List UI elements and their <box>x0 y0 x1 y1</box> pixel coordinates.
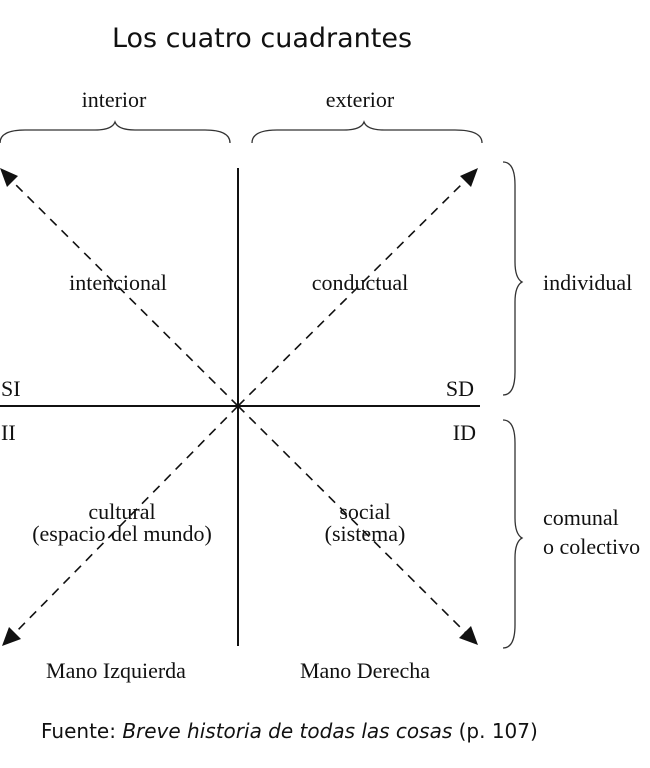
diagram-title: Los cuatro cuadrantes <box>112 23 412 54</box>
column-label-interior: interior <box>82 87 147 112</box>
source-book-title: Breve historia de todas las cosas <box>122 719 452 743</box>
arrowhead-top-right <box>460 168 478 187</box>
code-si: SI <box>1 376 21 401</box>
column-label-exterior: exterior <box>326 87 395 112</box>
arrowhead-bottom-left <box>2 627 21 646</box>
label-intencional: intencional <box>69 270 167 295</box>
label-social: social <box>339 499 390 524</box>
label-mano-derecha: Mano Derecha <box>300 658 430 683</box>
source-citation: Fuente: Breve historia de todas las cosa… <box>41 719 538 743</box>
code-ii: II <box>1 420 16 445</box>
label-sistema: (sistema) <box>325 521 406 546</box>
diagonal-top-right <box>237 177 469 407</box>
row-label-comunal: comunal <box>543 505 619 530</box>
row-label-colectivo: o colectivo <box>543 534 640 559</box>
label-conductual: conductual <box>312 270 409 295</box>
brace-interior <box>0 120 231 144</box>
arrowhead-top-left <box>0 168 18 187</box>
label-mano-izquierda: Mano Izquierda <box>46 658 186 683</box>
diagonal-top-left <box>7 176 239 407</box>
diagonal-bottom-left <box>11 405 239 637</box>
brace-exterior <box>251 120 483 144</box>
arrowhead-bottom-right <box>459 626 478 645</box>
brace-individual <box>502 161 524 396</box>
diagonal-bottom-right <box>237 405 470 637</box>
source-prefix: Fuente: <box>41 719 122 743</box>
row-label-individual: individual <box>543 270 632 295</box>
label-cultural: cultural <box>88 499 155 524</box>
code-id: ID <box>453 420 476 445</box>
code-sd: SD <box>446 376 474 401</box>
source-page: (p. 107) <box>452 719 538 743</box>
brace-comunal <box>502 419 524 649</box>
label-espacio-del-mundo: (espacio del mundo) <box>32 521 212 546</box>
